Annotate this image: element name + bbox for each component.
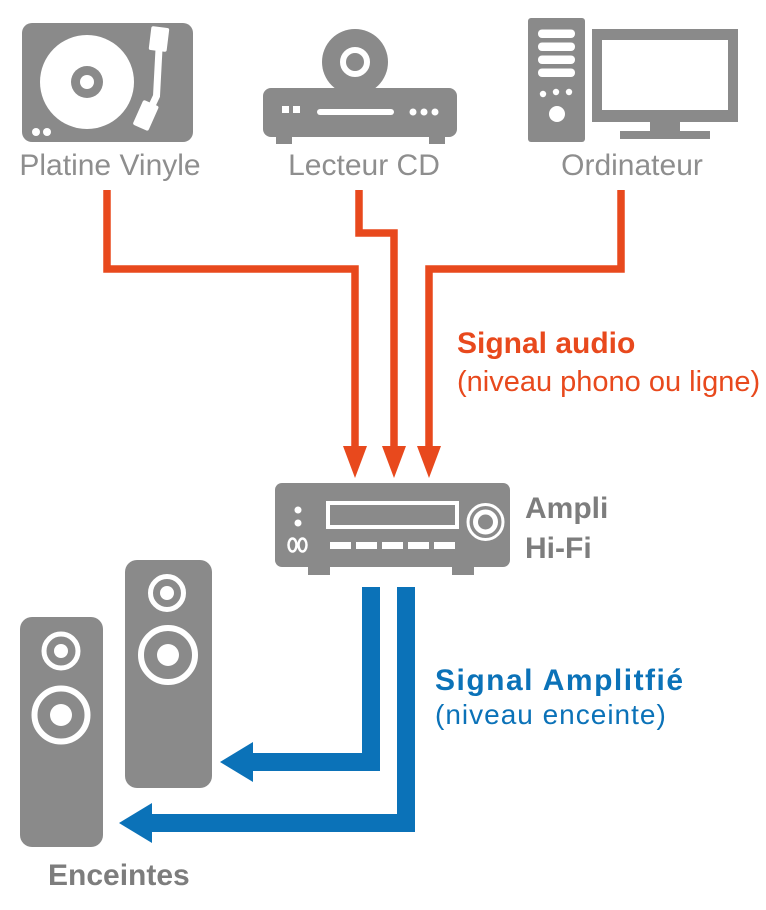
monitor-base: [620, 131, 710, 139]
arrowhead-down-icon: [417, 446, 441, 478]
cd-player-icon: [263, 29, 457, 144]
woofer: [31, 685, 91, 745]
cd-player-label: Lecteur CD: [288, 149, 440, 182]
signal-audio-title: Signal audio: [457, 327, 636, 360]
power-button: [549, 106, 565, 122]
cd-player-foot: [429, 135, 445, 144]
amp-button: [330, 542, 351, 549]
amp-to-speaker-right-line: [253, 587, 380, 771]
cd-disc: [322, 29, 388, 95]
signal-audio-subtitle: (niveau phono ou ligne): [457, 366, 761, 398]
tweeter: [41, 631, 81, 671]
amp-button: [408, 542, 429, 549]
turntable-knob-dot: [43, 128, 51, 136]
woofer: [138, 625, 198, 685]
turntable-icon: [22, 23, 193, 142]
record-hole: [80, 75, 94, 89]
turntable-knob-dot: [32, 128, 40, 136]
amp-display: [326, 501, 459, 529]
signal-amplified-title: Signal Amplitfié: [435, 664, 685, 697]
cd-slot: [317, 109, 394, 115]
speaker-icon-right: [125, 560, 212, 788]
amp-button: [356, 542, 377, 549]
volume-knob: [466, 503, 505, 541]
amplifier-label: Ampli Hi-Fi: [525, 489, 608, 569]
speaker-icon-left: [20, 617, 103, 847]
arrowhead-down-icon: [382, 446, 406, 478]
signal-amplified-subtitle: (niveau enceinte): [435, 699, 667, 730]
cd-player-foot: [276, 135, 292, 144]
arrowhead-left-icon: [220, 742, 253, 782]
cd-disc-hole: [340, 47, 370, 77]
computer-to-amp-line: [425, 190, 625, 450]
amplifier-label-line1: Ampli: [525, 492, 609, 525]
monitor-screen: [602, 40, 728, 110]
monitor-stand: [650, 122, 680, 132]
arrowhead-left-icon: [119, 803, 152, 843]
arrowhead-down-icon: [343, 446, 367, 478]
amp-to-speaker-left-line: [152, 587, 415, 832]
amplifier-icon: [275, 483, 510, 575]
turntable-to-amp-line: [103, 190, 359, 450]
speakers-label: Enceintes: [48, 859, 190, 892]
amp-button: [434, 542, 455, 549]
tweeter: [148, 574, 186, 612]
speaker-cabinet: [125, 560, 212, 788]
computer-icon: [528, 18, 738, 142]
speaker-cabinet: [20, 617, 103, 847]
tonearm: [133, 26, 170, 131]
turntable-label: Platine Vinyle: [19, 149, 201, 182]
amplified-signal-arrows: [119, 587, 415, 843]
amp-button: [382, 542, 403, 549]
cd-to-amp-line: [355, 190, 398, 450]
computer-label: Ordinateur: [561, 149, 703, 182]
amplifier-label-line2: Hi-Fi: [525, 532, 592, 565]
audio-signal-arrows: [103, 190, 625, 478]
